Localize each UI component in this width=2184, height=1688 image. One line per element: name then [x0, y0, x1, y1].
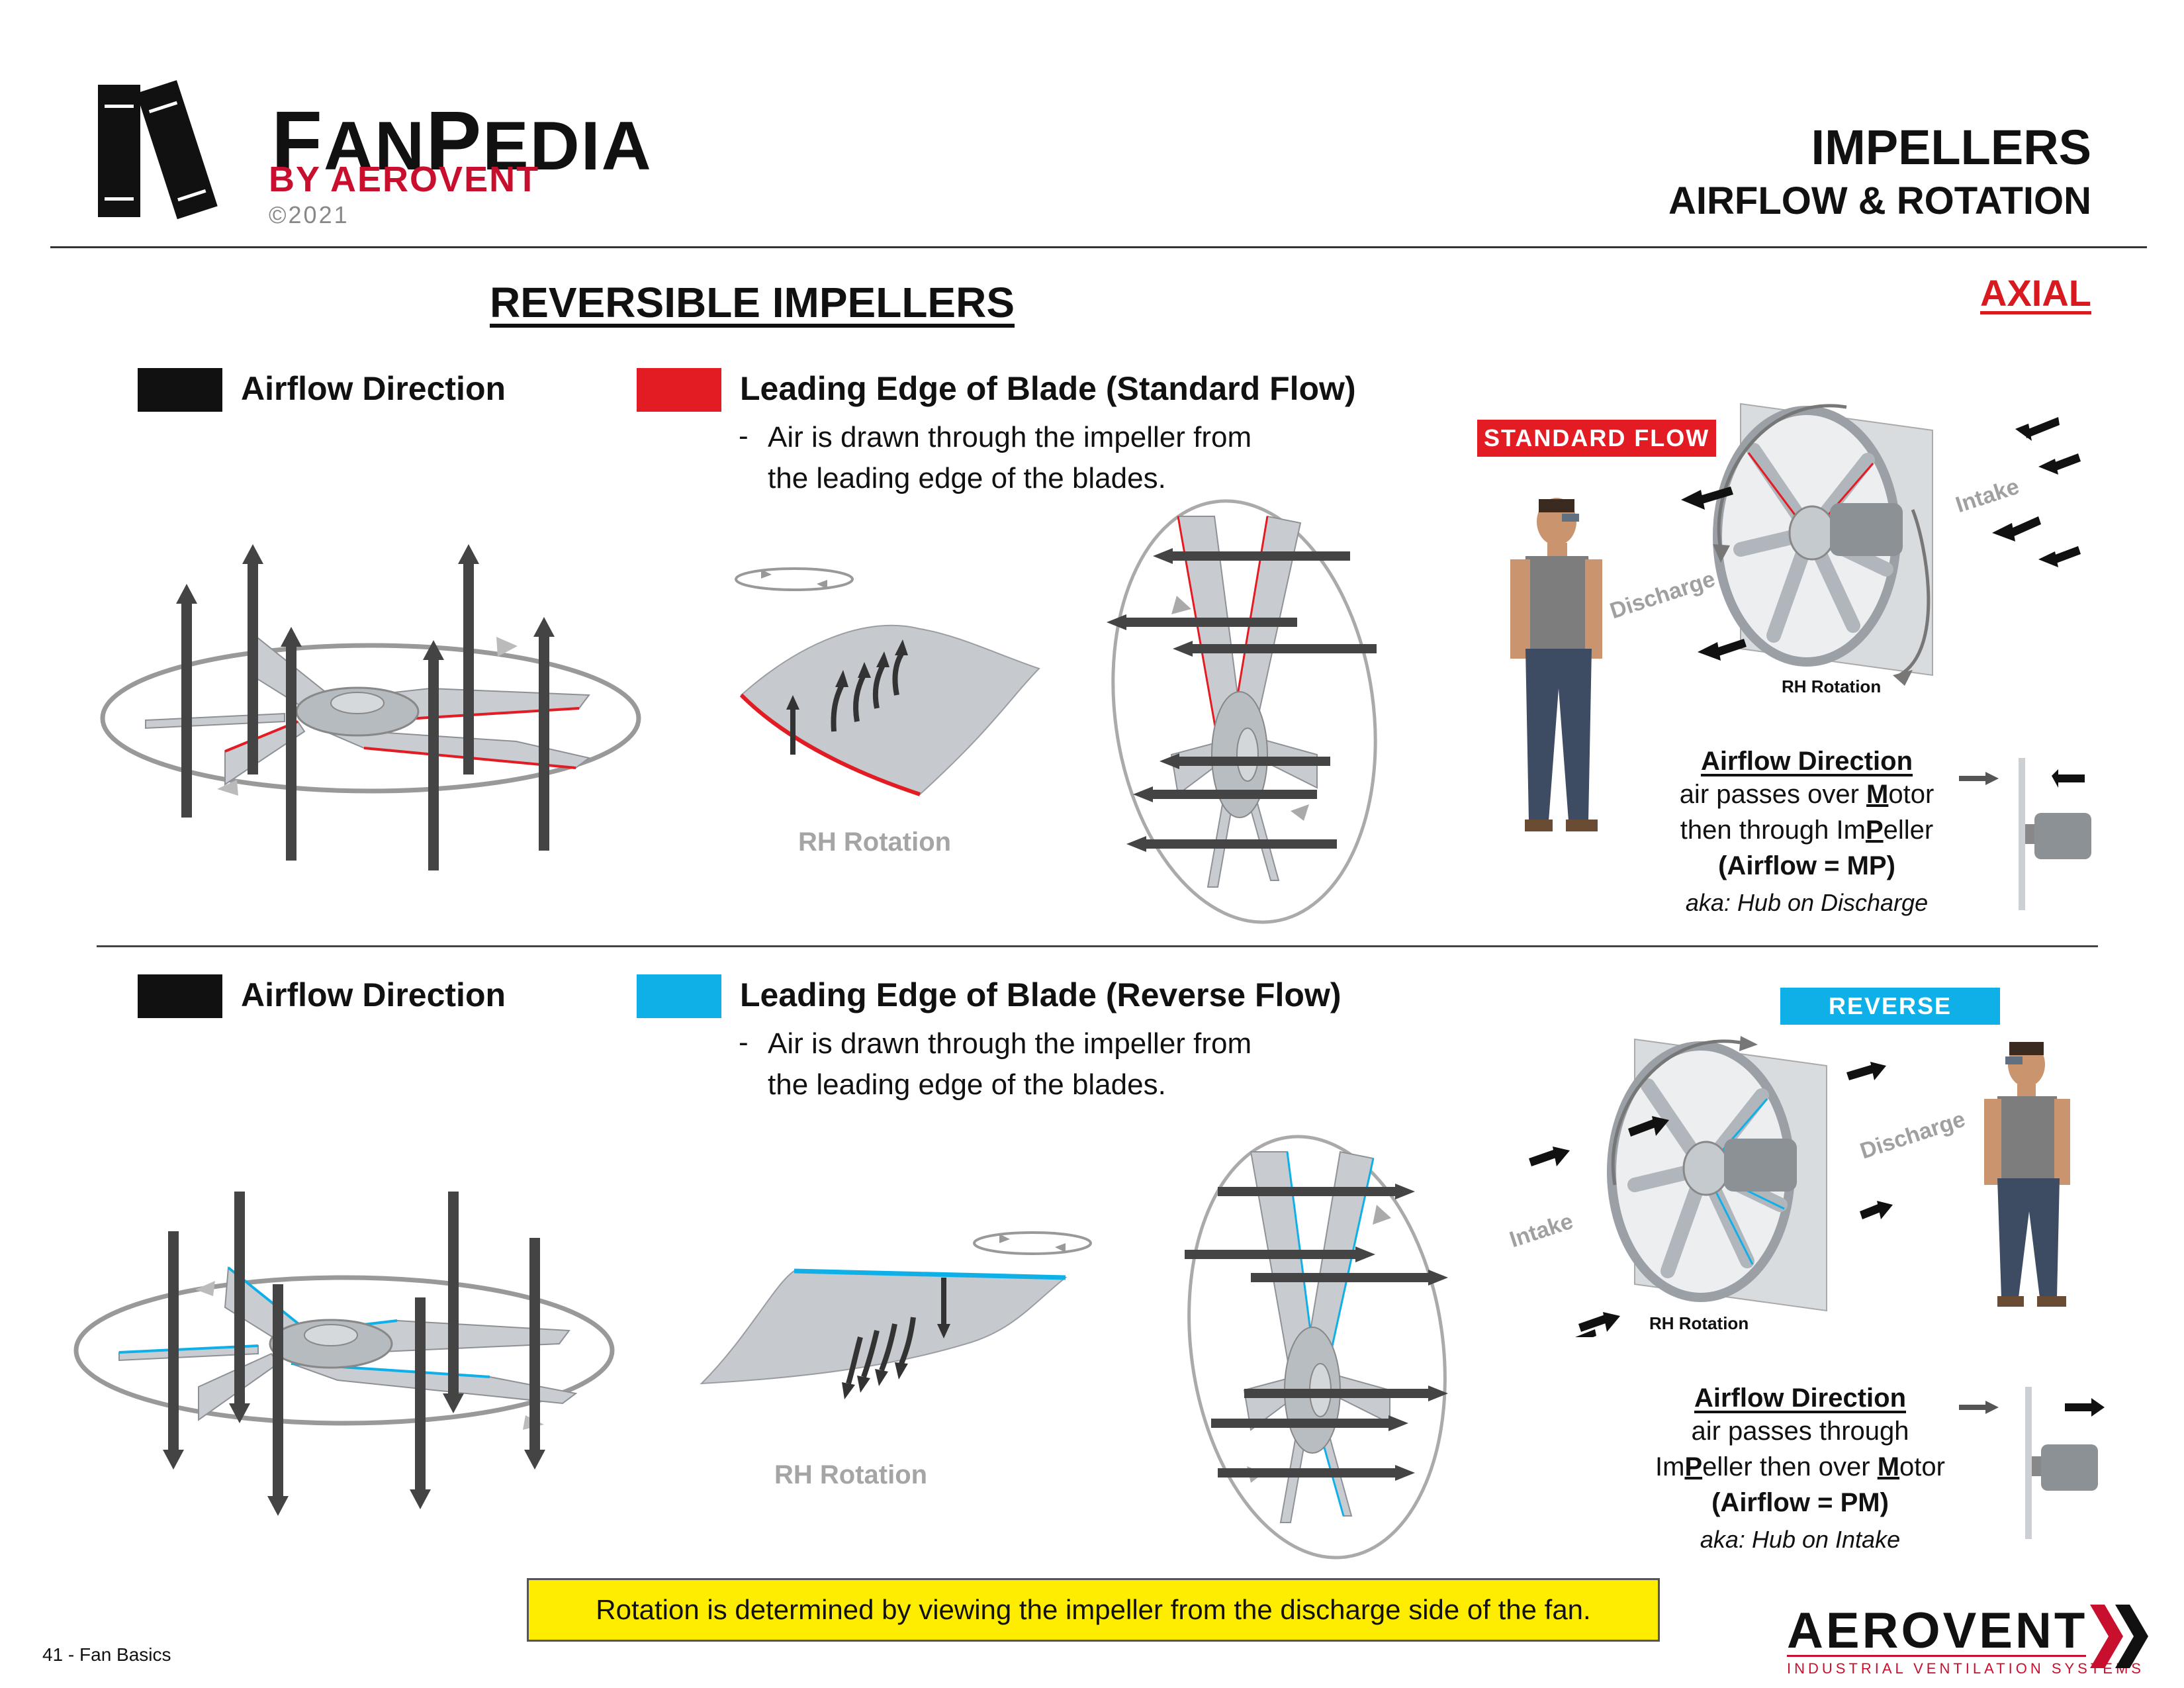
page-subtitle: AIRFLOW & ROTATION	[1668, 179, 2091, 222]
header-divider	[50, 246, 2147, 248]
person-figure-reverse-icon	[1984, 1042, 2070, 1307]
standard-edge-swatch	[637, 368, 721, 412]
page-number: 41 - Fan Basics	[42, 1644, 171, 1665]
fan-standard-illustration	[1713, 402, 1933, 686]
standard-airflow-arrows	[1681, 417, 2081, 661]
brand-fanpedia: FANPEDIA	[271, 94, 653, 187]
airflow-legend-label-reverse: Airflow Direction	[241, 976, 506, 1013]
standard-flow-flag: STANDARD FLOW	[1477, 420, 1717, 457]
reverse-fan-rotation-label: RH Rotation	[1649, 1313, 1749, 1333]
reverse-pm-diagram-icon	[1959, 1387, 2105, 1539]
page-title: IMPELLERS	[1811, 120, 2091, 175]
standard-fan-rotation-label: RH Rotation	[1782, 677, 1882, 696]
impeller-standard-illustration	[100, 544, 641, 870]
standard-airflow-text: Airflow Direction air passes over Motor …	[1635, 747, 1979, 922]
blade-standard-illustration	[735, 567, 1040, 796]
standard-bullet-text: Air is drawn through the impeller from t…	[768, 421, 1252, 494]
aerovent-logo-text: AEROVENT	[1787, 1603, 2088, 1659]
side-impeller-standard-illustration	[1107, 499, 1377, 924]
standard-ad-heading: Airflow Direction	[1700, 747, 1913, 776]
reverse-edge-swatch	[637, 974, 721, 1018]
aerovent-chevron-icon	[2090, 1605, 2148, 1668]
reverse-rotation-label: RH Rotation	[774, 1460, 928, 1489]
airflow-legend-label: Airflow Direction	[241, 370, 506, 407]
category-label: AXIAL	[1980, 272, 2091, 314]
side-impeller-reverse-illustration	[1185, 1135, 1448, 1560]
standard-edge-legend-label: Leading Edge of Blade (Standard Flow)	[740, 370, 1356, 407]
reverse-ad-heading: Airflow Direction	[1694, 1383, 1907, 1413]
fan-reverse-illustration	[1607, 1036, 1827, 1312]
rotation-note: Rotation is determined by viewing the im…	[527, 1578, 1660, 1642]
brand-by-aerovent: BY AEROVENT	[269, 160, 540, 199]
reverse-airflow-text: Airflow Direction air passes through ImP…	[1628, 1383, 1972, 1559]
reverse-flow-flag: REVERSE FLOW	[1780, 988, 2000, 1056]
books-logo-icon	[98, 80, 218, 220]
person-figure-icon	[1510, 498, 1602, 831]
copyright: ©2021	[269, 201, 349, 228]
aerovent-tagline: INDUSTRIAL VENTILATION SYSTEMS	[1787, 1660, 2144, 1677]
standard-rotation-label: RH Rotation	[798, 827, 952, 857]
section-divider	[97, 945, 2098, 947]
reverse-bullet-text: Air is drawn through the impeller from t…	[768, 1027, 1252, 1101]
bullet-dash-reverse: -	[739, 1026, 749, 1058]
blade-reverse-illustration	[700, 1231, 1092, 1399]
reverse-edge-legend-label: Leading Edge of Blade (Reverse Flow)	[740, 976, 1342, 1013]
reverse-airflow-arrows	[1529, 1062, 1893, 1337]
impeller-reverse-illustration	[73, 1192, 615, 1516]
bullet-dash: -	[739, 420, 749, 452]
standard-mp-diagram-icon	[1959, 758, 2091, 910]
section-title: REVERSIBLE IMPELLERS	[490, 279, 1015, 326]
airflow-swatch	[138, 368, 222, 412]
airflow-swatch-reverse	[138, 974, 222, 1018]
aerovent-logo-rule	[1787, 1655, 2086, 1657]
